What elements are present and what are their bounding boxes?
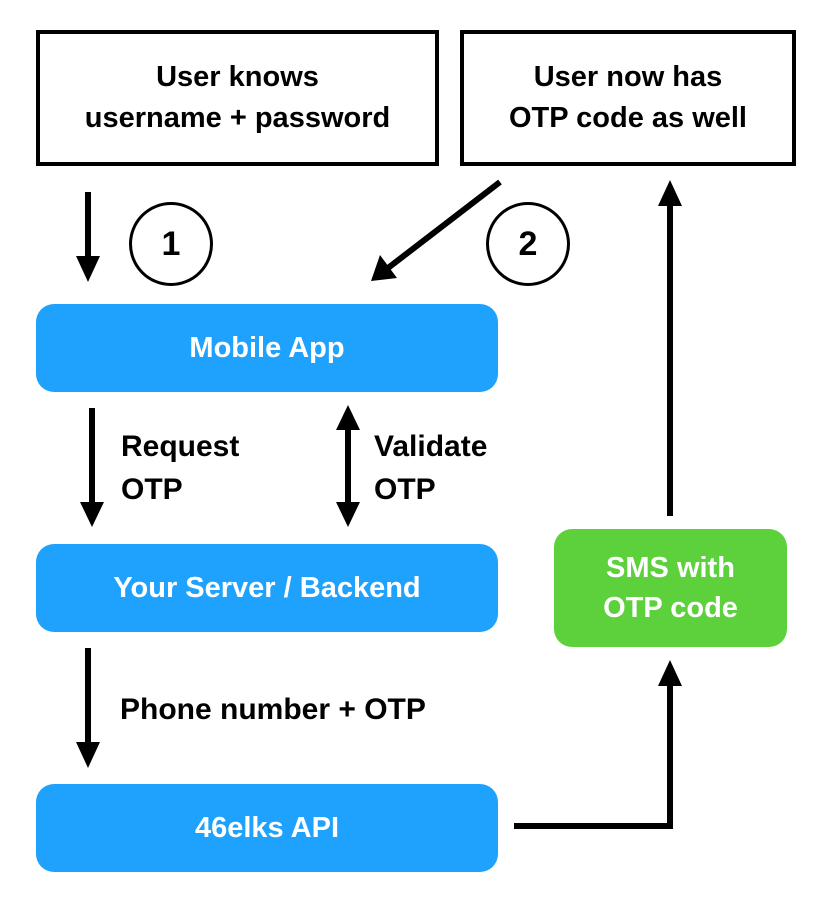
sms-node: SMS with OTP code (554, 529, 787, 647)
validate-otp-label: Validate OTP (374, 425, 487, 511)
phone-otp-label: Phone number + OTP (120, 693, 426, 726)
step-2-badge: 2 (486, 202, 570, 286)
sms-line2: OTP code (603, 592, 738, 624)
user-credentials-line2: username + password (84, 102, 391, 134)
arrowhead-step-2 (371, 255, 397, 281)
validate-otp-line1: Validate (374, 430, 488, 463)
mobile-app-node: Mobile App (36, 304, 498, 392)
user-otp-line1: User now has (533, 61, 723, 93)
user-otp-line2: OTP code as well (508, 102, 747, 134)
arrowhead-phone-otp (76, 742, 100, 768)
arrowhead-to-user-otp (658, 180, 682, 206)
arrowhead-validate-up (336, 405, 360, 430)
user-credentials-box: User knows username + password (36, 30, 439, 166)
arrowhead-request-otp (80, 502, 104, 527)
api-node: 46elks API (36, 784, 498, 872)
sms-line1: SMS with (606, 552, 735, 584)
request-otp-line1: Request (121, 430, 240, 463)
validate-otp-line2: OTP (374, 473, 436, 506)
arrow-api-to-sms (514, 684, 673, 829)
user-otp-box: User now has OTP code as well (460, 30, 796, 166)
request-otp-line2: OTP (121, 473, 183, 506)
arrow-step-2 (386, 179, 502, 271)
user-credentials-line1: User knows (156, 61, 319, 93)
step-1-badge: 1 (129, 202, 213, 286)
arrowhead-validate-down (336, 502, 360, 527)
request-otp-label: Request OTP (121, 425, 239, 511)
server-node: Your Server / Backend (36, 544, 498, 632)
arrowhead-to-sms (658, 660, 682, 686)
arrowhead-step-1 (76, 256, 100, 282)
